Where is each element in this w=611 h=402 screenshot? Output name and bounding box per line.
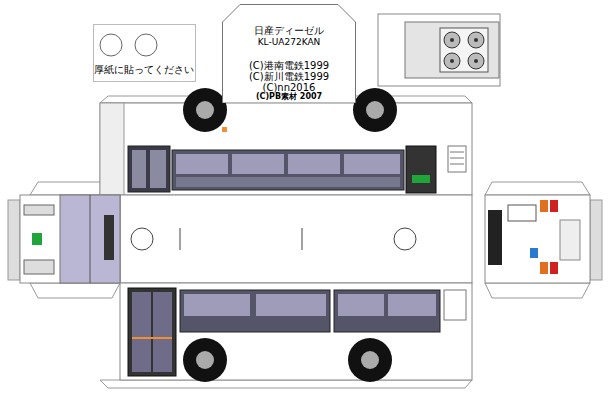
roof-strip	[120, 195, 472, 283]
node-text: 日産ディーゼル	[254, 26, 324, 36]
side-panel	[100, 88, 472, 195]
node-text: (C)港南電鉄1999	[249, 61, 329, 71]
rear-face	[485, 195, 590, 283]
node-text: (C)nn2016	[263, 83, 316, 93]
glue-tab	[8, 96, 602, 388]
cut-circle	[100, 34, 122, 56]
roof-piece	[378, 14, 500, 86]
note-box: 厚紙に貼ってください	[93, 24, 201, 82]
node-text: (C)PB素材 2007	[256, 93, 322, 101]
node-text: KL-UA272KAN	[258, 38, 321, 47]
cut-circle	[135, 34, 157, 56]
node-text: (C)新川電鉄1999	[249, 72, 329, 82]
front-face	[20, 195, 120, 283]
node-text: 厚紙に貼ってください	[94, 65, 194, 75]
credit-tab: 日産ディーゼル KL-UA272KAN (C)港南電鉄1999(C)新川電鉄1999…	[222, 4, 356, 103]
side-panel	[120, 283, 472, 382]
